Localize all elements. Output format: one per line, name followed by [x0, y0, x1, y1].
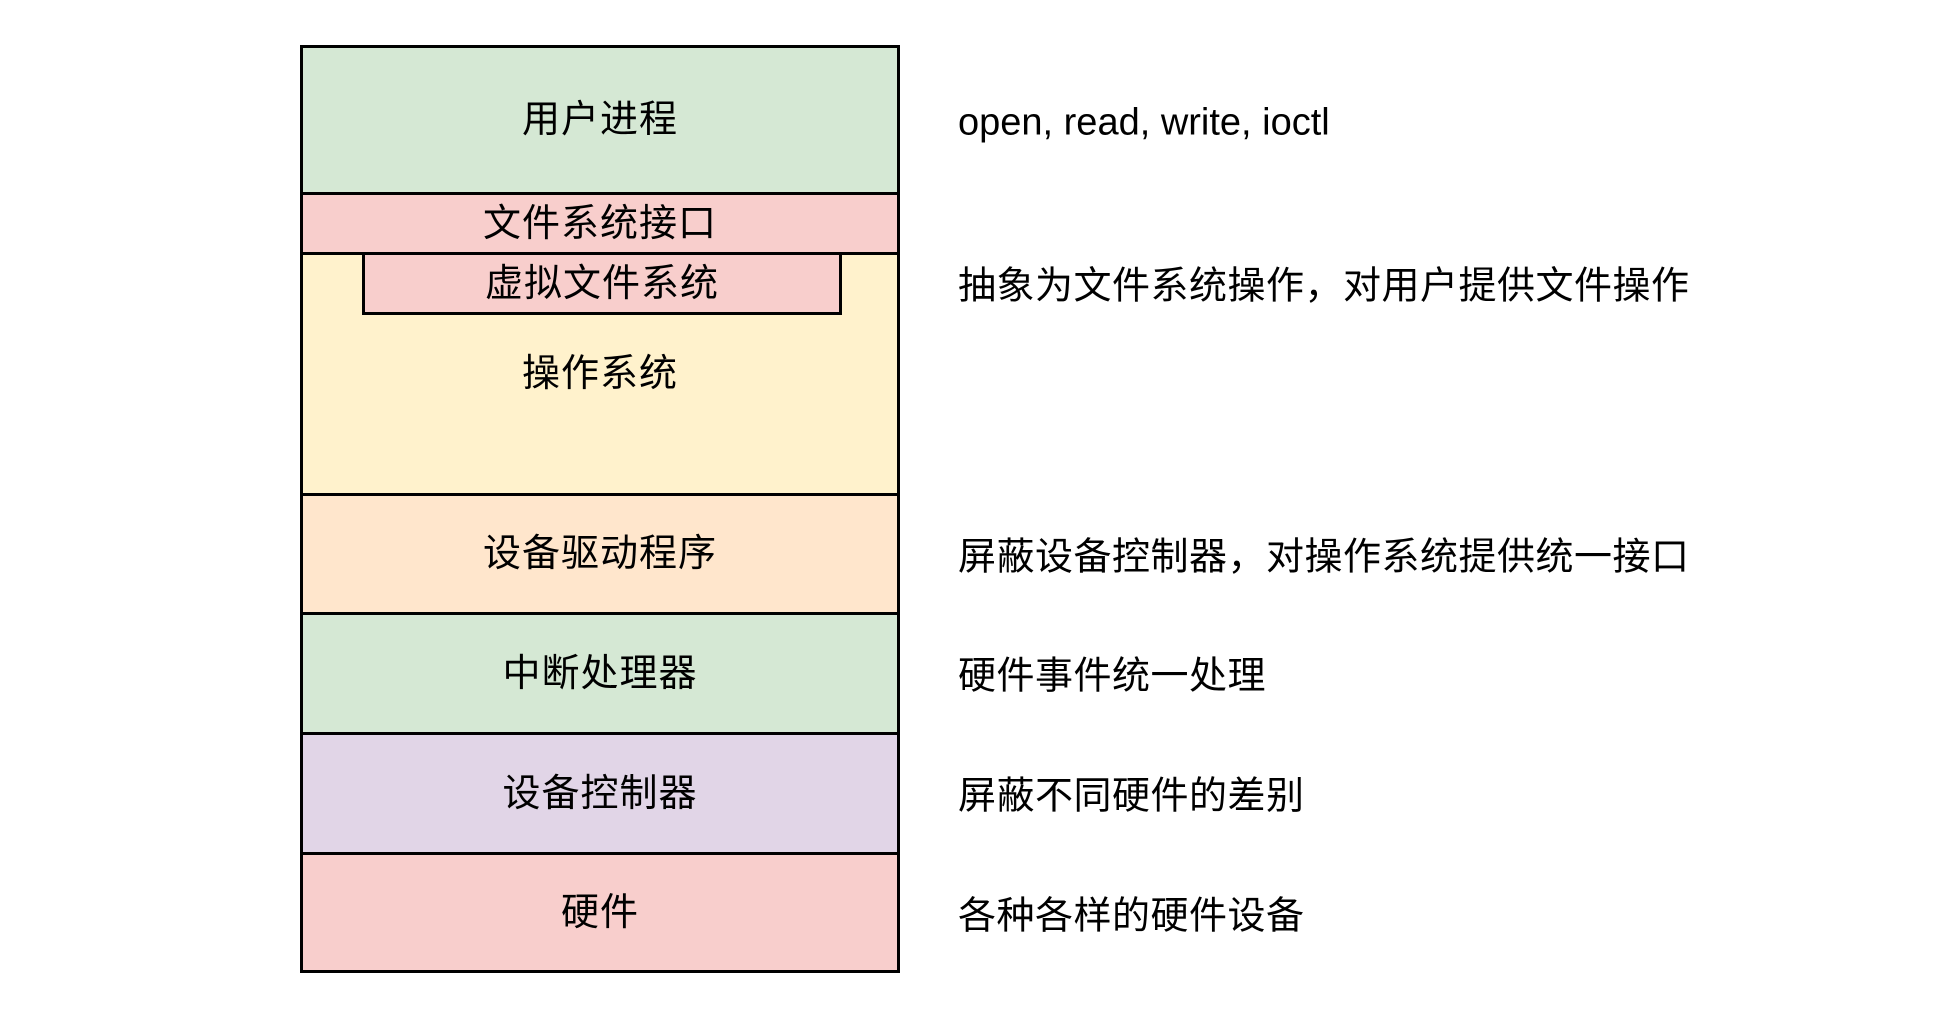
annotation-hardware: 各种各样的硬件设备: [958, 895, 1305, 938]
layer-operating-system: 虚拟文件系统 操作系统: [303, 255, 897, 496]
layer-file-system-interface: 文件系统接口: [303, 195, 897, 255]
annotation-virtual-file-system: 抽象为文件系统操作，对用户提供文件操作: [958, 265, 1690, 308]
layer-user-process: 用户进程: [303, 48, 897, 195]
layer-user-process-label: 用户进程: [521, 99, 678, 141]
layer-device-controller-label: 设备控制器: [502, 772, 698, 815]
layer-virtual-file-system: 虚拟文件系统: [362, 255, 842, 315]
annotation-interrupt-handler: 硬件事件统一处理: [958, 655, 1267, 698]
layer-stack: 用户进程 文件系统接口 虚拟文件系统 操作系统 设备驱动程序 中断处理器 设备控…: [300, 45, 900, 973]
layer-hardware: 硬件: [303, 855, 897, 970]
annotation-device-controller: 屏蔽不同硬件的差别: [958, 775, 1305, 818]
layer-file-system-interface-label: 文件系统接口: [482, 202, 717, 245]
layer-device-controller: 设备控制器: [303, 735, 897, 855]
layer-virtual-file-system-label: 虚拟文件系统: [484, 262, 719, 305]
layer-interrupt-handler-label: 中断处理器: [502, 652, 698, 695]
layer-hardware-label: 硬件: [560, 891, 639, 934]
layer-device-driver: 设备驱动程序: [303, 496, 897, 615]
layer-operating-system-label: 操作系统: [521, 353, 678, 395]
annotation-device-driver: 屏蔽设备控制器，对操作系统提供统一接口: [958, 536, 1690, 579]
layer-device-driver-label: 设备驱动程序: [482, 533, 717, 575]
annotation-user-process: open, read, write, ioctl: [958, 101, 1330, 144]
layer-interrupt-handler: 中断处理器: [303, 615, 897, 735]
